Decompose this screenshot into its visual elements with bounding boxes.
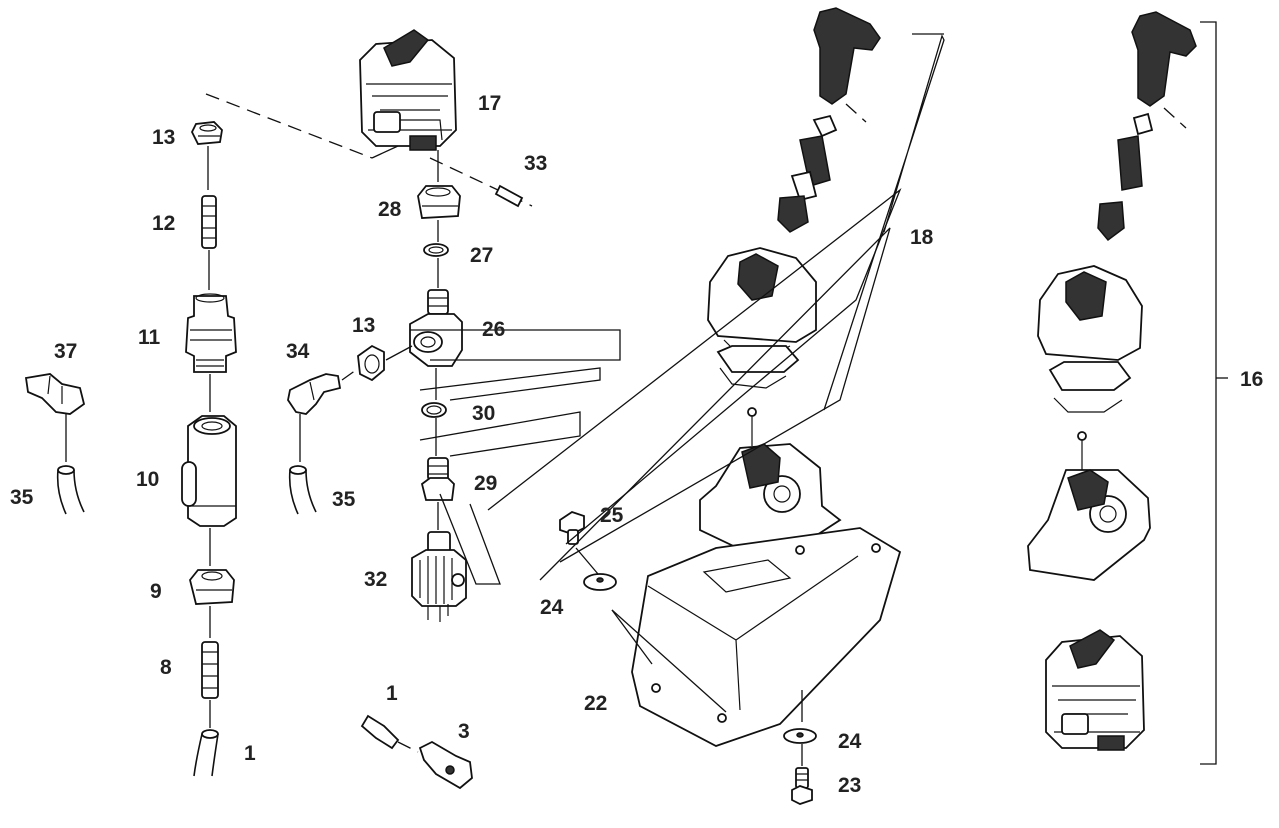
part-18-base — [699, 407, 842, 553]
part-8-hose-nipple — [201, 641, 219, 699]
callout-1: 1 — [244, 742, 256, 765]
callout-33: 33 — [524, 152, 547, 175]
callout-35: 35 — [332, 488, 356, 511]
part-30-o-ring — [421, 402, 447, 418]
part-29-adapter — [420, 457, 455, 501]
part-28-nut — [417, 185, 461, 219]
part-37-elbow — [24, 373, 86, 415]
callout-16: 16 — [1240, 368, 1263, 391]
part-35-hose-left — [56, 465, 85, 515]
part-32-switch — [411, 531, 467, 622]
callout-12: 12 — [152, 212, 175, 235]
part-9-nut — [189, 569, 235, 605]
part-34-elbow — [287, 373, 342, 415]
callout-22: 22 — [584, 692, 607, 715]
callout-23: 23 — [838, 774, 861, 797]
part-16-handle — [1097, 11, 1197, 242]
callout-9: 9 — [150, 580, 162, 603]
part-26-tee-body — [409, 289, 463, 367]
part-35-hose-right — [288, 465, 317, 515]
callout-35: 35 — [10, 486, 34, 509]
part-1-hose-short — [360, 714, 400, 750]
part-24-washer — [583, 573, 617, 591]
callout-17: 17 — [478, 92, 501, 115]
callout-1: 1 — [386, 682, 398, 705]
part-23-bolt — [791, 767, 813, 805]
part-16-base — [1027, 431, 1151, 581]
part-24-washer-lower — [783, 728, 817, 744]
part-3-fitting — [418, 740, 473, 790]
part-11-connector — [185, 293, 237, 373]
part-22-plate — [631, 527, 902, 747]
part-13-fitting-cap — [190, 121, 223, 145]
callout-3: 3 — [458, 720, 470, 743]
callout-34: 34 — [286, 340, 310, 363]
callout-8: 8 — [160, 656, 172, 679]
callout-37: 37 — [54, 340, 77, 363]
part-13-plug — [357, 344, 385, 382]
callout-11: 11 — [138, 326, 161, 349]
callout-24: 24 — [540, 596, 564, 619]
callout-13: 13 — [352, 314, 375, 337]
part-12-nipple — [201, 195, 217, 249]
callout-29: 29 — [474, 472, 497, 495]
callout-18: 18 — [910, 226, 934, 249]
part-27-o-ring — [423, 243, 449, 257]
part-16-valve — [1045, 629, 1145, 751]
callout-30: 30 — [472, 402, 495, 425]
callout-24: 24 — [838, 730, 862, 753]
part-18-handle — [777, 7, 881, 233]
callout-13: 13 — [152, 126, 175, 149]
callout-labels: 13 12 11 10 9 8 1 37 35 34 35 17 33 28 2… — [10, 92, 1263, 797]
part-17-valve — [359, 29, 457, 151]
part-33-pin — [494, 184, 524, 208]
callout-26: 26 — [482, 318, 505, 341]
part-1-hose — [193, 729, 219, 777]
part-16-cover — [1037, 265, 1143, 413]
part-10-housing — [181, 415, 237, 527]
callout-27: 27 — [470, 244, 493, 267]
callout-25: 25 — [600, 504, 624, 527]
callout-10: 10 — [136, 468, 159, 491]
callout-32: 32 — [364, 568, 387, 591]
callout-28: 28 — [378, 198, 402, 221]
